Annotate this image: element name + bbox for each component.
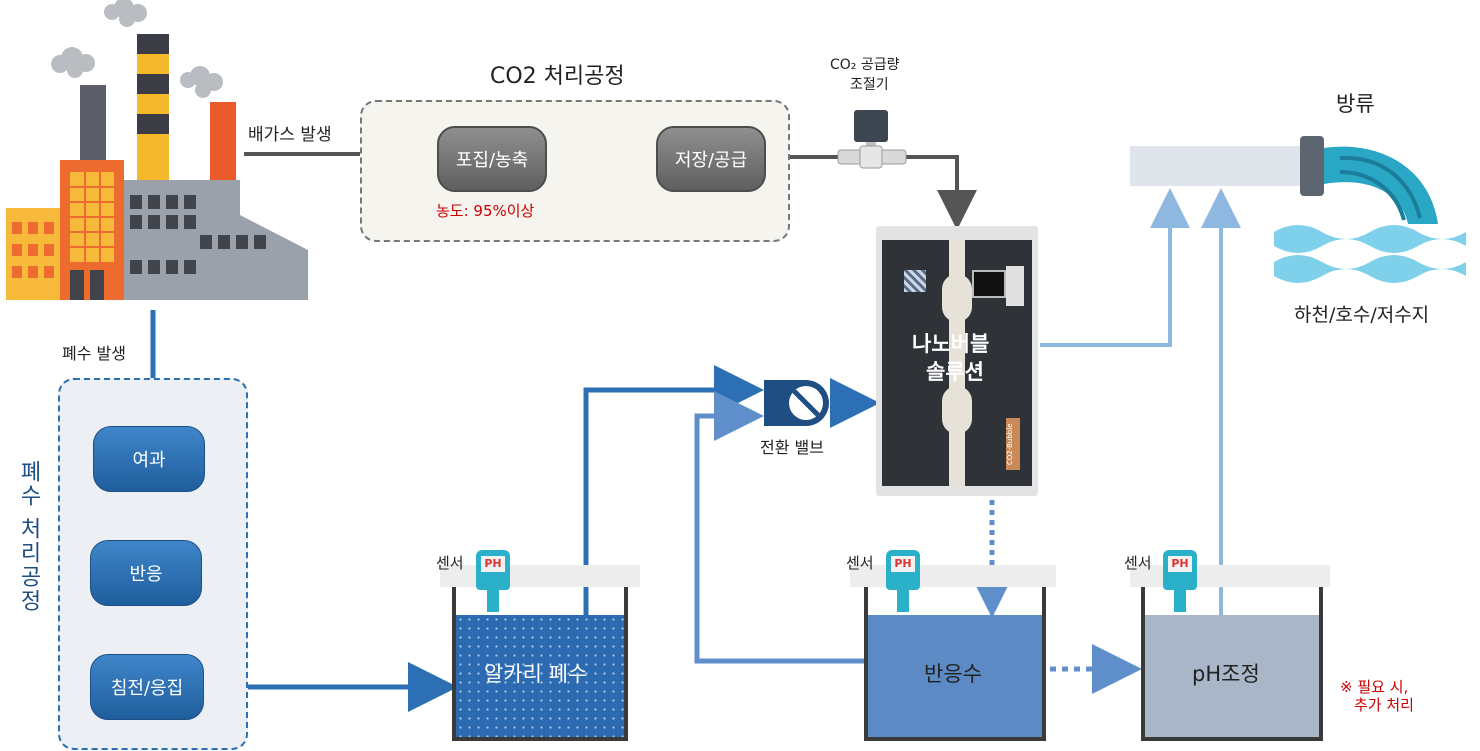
nanobubble-unit: CO2-Bubble bbox=[876, 226, 1038, 496]
valve-label: 전환 밸브 bbox=[760, 438, 824, 457]
discharge-title: 방류 bbox=[1336, 92, 1375, 116]
reaction-water bbox=[868, 615, 1042, 737]
sensor-label-alkali: 센서 bbox=[436, 554, 464, 572]
reaction-tank-label: 반응수 bbox=[924, 662, 982, 686]
regulator-icon bbox=[837, 110, 907, 169]
ph-sensor-icon: PH bbox=[886, 550, 920, 614]
sensor-label-reaction: 센서 bbox=[846, 554, 874, 572]
reaction-tank-rim bbox=[850, 565, 1056, 587]
reaction-tank bbox=[864, 587, 1046, 741]
switch-valve-icon bbox=[764, 380, 829, 426]
alkali-tank-rim bbox=[440, 565, 640, 587]
qr-code-icon bbox=[904, 270, 926, 292]
ph-water bbox=[1145, 615, 1319, 737]
alkali-tank bbox=[452, 587, 628, 741]
reaction-node: 반응 bbox=[90, 540, 202, 606]
alkali-water bbox=[456, 615, 624, 737]
discharge-destination: 하천/호수/저수지 bbox=[1294, 304, 1430, 326]
ph-sensor-icon: PH bbox=[476, 550, 510, 614]
wastewater-process-title: 폐수 처리공정 bbox=[16, 460, 41, 613]
exhaust-label: 배가스 발생 bbox=[248, 125, 332, 145]
alkali-tank-label: 알카리 폐수 bbox=[484, 662, 588, 686]
ph-sensor-icon: PH bbox=[1163, 550, 1197, 614]
factory-illustration bbox=[6, 0, 308, 300]
note-line2: 추가 처리 bbox=[1354, 696, 1414, 714]
display-panel bbox=[972, 270, 1006, 298]
sensor-label-ph: 센서 bbox=[1124, 554, 1152, 572]
co2-process-title: CO2 처리공정 bbox=[490, 64, 625, 89]
co2-bubble-plate: CO2-Bubble bbox=[1006, 418, 1020, 470]
note-line1: ※ 필요 시, bbox=[1340, 678, 1409, 696]
sedimentation-node: 침전/응집 bbox=[90, 654, 204, 720]
ph-tank-label: pH조정 bbox=[1192, 662, 1260, 686]
nanobubble-label-line1: 나노버블 bbox=[912, 332, 990, 356]
co2-regulator-label-line1: CO₂ 공급량 bbox=[830, 57, 900, 73]
ph-tank-rim bbox=[1130, 565, 1330, 587]
co2-regulator-label-line2: 조절기 bbox=[850, 77, 889, 93]
nanobubble-label-line2: 솔루션 bbox=[926, 360, 984, 384]
ph-tank bbox=[1141, 587, 1323, 741]
concentration-note: 농도: 95%이상 bbox=[436, 202, 535, 220]
storage-supply-node: 저장/공급 bbox=[656, 126, 766, 192]
capture-concentrate-node: 포집/농축 bbox=[437, 126, 547, 192]
discharge-pipe bbox=[1130, 146, 1302, 186]
control-panel bbox=[1006, 266, 1024, 306]
wastewater-label: 폐수 발생 bbox=[62, 344, 126, 363]
filtration-node: 여과 bbox=[93, 426, 205, 492]
outflow-water-icon bbox=[1274, 136, 1466, 283]
